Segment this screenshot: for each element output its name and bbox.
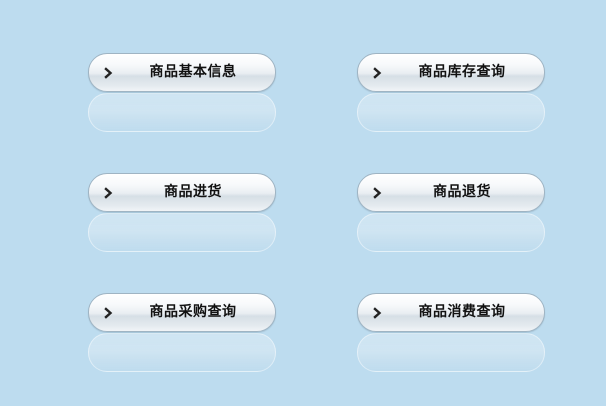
button-label: 商品库存查询 (418, 64, 506, 80)
button-label: 商品进货 (164, 184, 222, 200)
button-reflection (357, 93, 545, 132)
button-reflection (88, 213, 276, 252)
chevron-right-icon (104, 67, 113, 79)
consumption-query-button[interactable]: 商品消费查询 (357, 293, 545, 332)
stock-in-button[interactable]: 商品进货 (88, 173, 276, 212)
chevron-right-icon (104, 307, 113, 319)
purchase-query-button[interactable]: 商品采购查询 (88, 293, 276, 332)
menu-item-product-info: 商品基本信息 (88, 53, 276, 133)
menu-item-purchase-query: 商品采购查询 (88, 293, 276, 373)
inventory-query-button[interactable]: 商品库存查询 (357, 53, 545, 92)
menu-item-inventory-query: 商品库存查询 (357, 53, 545, 133)
chevron-right-icon (373, 187, 382, 199)
button-label: 商品退货 (433, 184, 491, 200)
button-reflection (357, 213, 545, 252)
button-reflection (88, 93, 276, 132)
chevron-right-icon (104, 187, 113, 199)
product-info-button[interactable]: 商品基本信息 (88, 53, 276, 92)
menu-item-stock-in: 商品进货 (88, 173, 276, 253)
button-label: 商品基本信息 (149, 64, 237, 80)
button-label: 商品消费查询 (418, 304, 506, 320)
menu-item-consumption-query: 商品消费查询 (357, 293, 545, 373)
chevron-right-icon (373, 307, 382, 319)
menu-item-return: 商品退货 (357, 173, 545, 253)
button-label: 商品采购查询 (149, 304, 237, 320)
return-button[interactable]: 商品退货 (357, 173, 545, 212)
button-reflection (357, 333, 545, 372)
button-reflection (88, 333, 276, 372)
chevron-right-icon (373, 67, 382, 79)
